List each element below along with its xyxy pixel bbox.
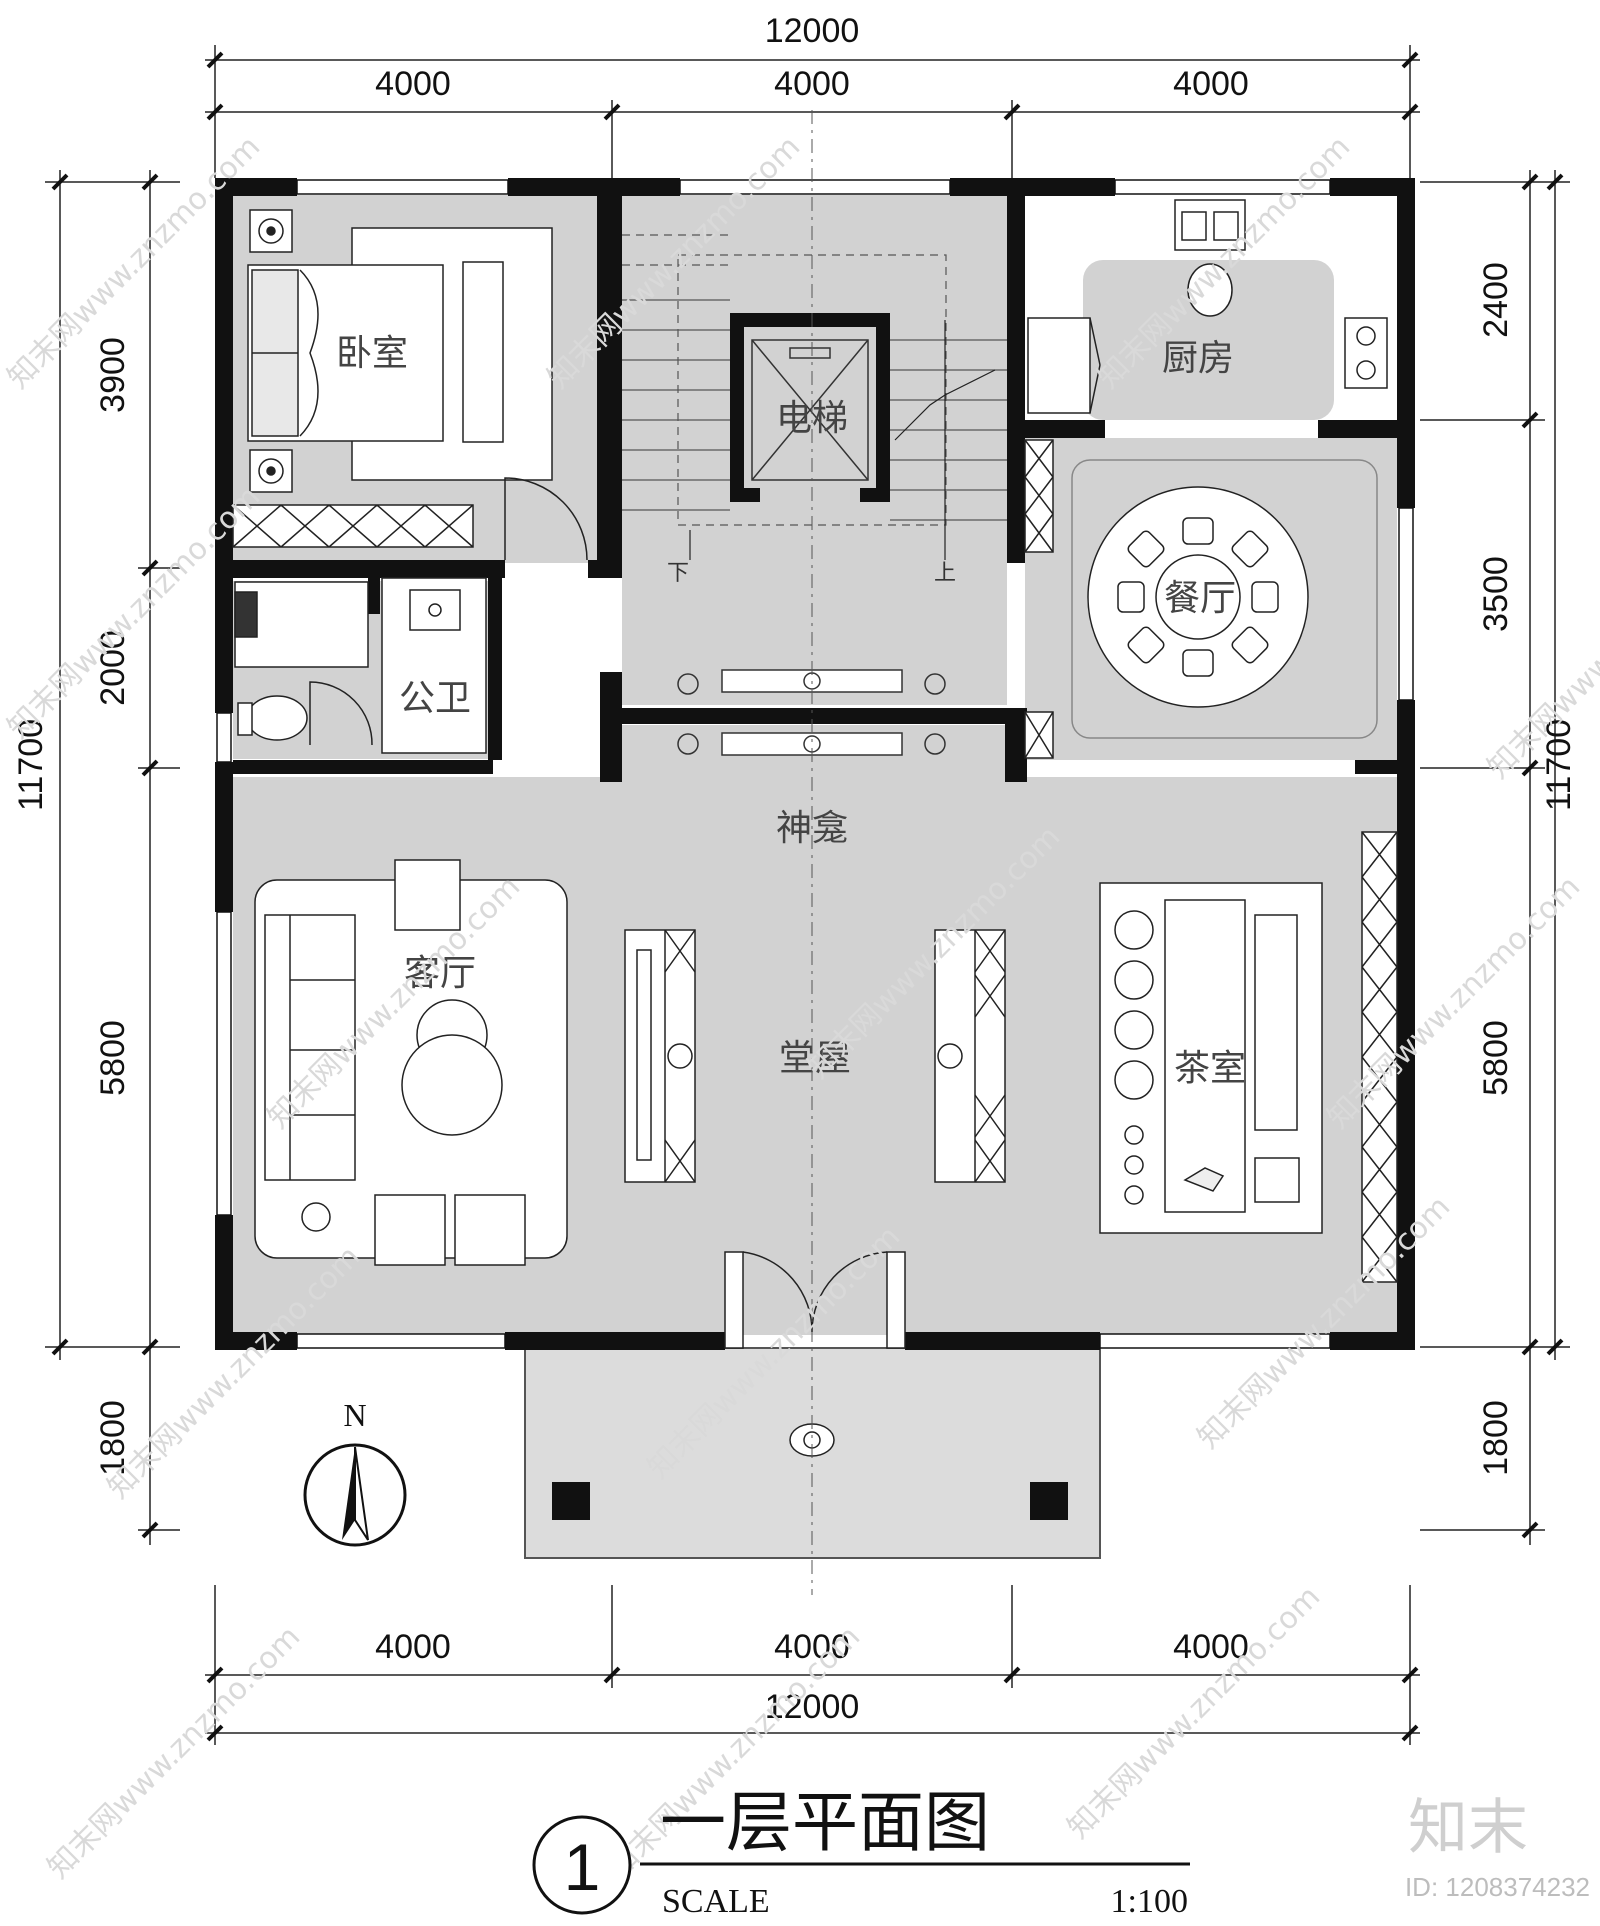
room-label-dining: 餐厅 [1164,578,1236,619]
dimension-lines [45,45,1570,1745]
brand-logo: 知末 [1408,1793,1528,1863]
dim-left-total: 11700 [12,719,50,811]
tea-furniture [1099,831,1398,1283]
front-door-left-leaf [724,1251,744,1349]
hall-bench-left [624,929,696,1183]
tea-stool [1254,1157,1300,1203]
bedroom-door [504,477,588,561]
dim-left-seg-3: 5800 [94,1020,132,1096]
dim-right-total: 11700 [1540,719,1578,811]
tea-cabinet [1361,831,1398,1283]
north-label: N [343,1397,366,1433]
stair-up-label: 上 [934,561,956,586]
dim-top-total: 12000 [765,12,860,50]
tea-shelf [1254,914,1298,1131]
dim-left-seg-4: 1800 [94,1400,132,1476]
dim-top-seg-3: 4000 [1173,65,1249,103]
dim-bottom-seg-1: 4000 [375,1628,451,1666]
north-arrow-pointer-left [342,1447,355,1540]
hall-bench-right [934,929,1006,1183]
title-number: 1 [564,1830,601,1904]
title-name: 一层平面图 [660,1784,990,1861]
kitchen-fridge [1027,317,1091,414]
bathroom-door [309,681,373,746]
room-label-living: 客厅 [404,953,476,994]
windows [216,179,1414,1349]
porch-person [789,1423,835,1457]
north-arrow-pointer-right [354,1446,369,1541]
room-label-tea: 茶室 [1174,1048,1246,1089]
walls [215,178,1415,1520]
dim-right-seg-2: 3500 [1477,556,1515,632]
dimension-ticks [51,51,1564,1742]
hall-furniture [624,929,1006,1349]
living-armchair-bottom-right [454,1194,526,1266]
dim-left-seg-2: 2000 [94,630,132,706]
dining-furniture [1071,459,1378,739]
dim-left-seg-1: 3900 [94,337,132,413]
watermark-14: 知末网www.znzmo.com [1061,1579,1327,1845]
brand-id: ID: 1208374232 [1405,1872,1590,1902]
title-number-circle [532,1815,632,1915]
kitchen-rug [1083,260,1334,420]
title-block: 1 一层平面图 SCALE 1:100 [532,1784,1190,1920]
living-armchair-top [394,859,461,931]
elevator-car [751,339,869,481]
kitchen-furniture [1024,199,1388,759]
bedroom-furniture [232,209,588,561]
living-armchair-bottom-left [374,1194,446,1266]
kitchen-person [1187,263,1233,317]
bedroom-dresser [462,261,504,443]
bathroom-fixtures [234,577,487,754]
scale-value: 1:100 [1111,1883,1188,1920]
coffee-table-large [401,1034,503,1136]
dining-table-inner [1155,554,1241,640]
room-label-kitchen: 厨房 [1162,338,1234,379]
dim-bottom-total: 12000 [765,1688,860,1726]
dim-right-seg-4: 1800 [1477,1400,1515,1476]
watermark-12: 知末网www.znzmo.com [41,1619,307,1885]
living-furniture [254,859,568,1266]
dim-bottom-seg-2: 4000 [774,1628,850,1666]
north-arrow: N [303,1397,407,1547]
dim-top-seg-1: 4000 [375,65,451,103]
dim-right-seg-1: 2400 [1477,262,1515,338]
dim-top-seg-2: 4000 [774,65,850,103]
scale-label: SCALE [662,1883,770,1920]
stairs [622,234,1007,560]
living-sofa [264,914,356,1181]
stair-down-label: 下 [667,561,689,586]
dim-bottom-seg-3: 4000 [1173,1628,1249,1666]
front-door-right-leaf [886,1251,906,1349]
dim-right-seg-3: 5800 [1477,1020,1515,1096]
toilet [246,695,308,741]
room-label-hall: 堂屋 [779,1038,851,1079]
tea-table [1164,899,1246,1213]
room-label-bathroom: 公卫 [399,678,471,719]
room-label-bedroom: 卧室 [336,333,408,374]
